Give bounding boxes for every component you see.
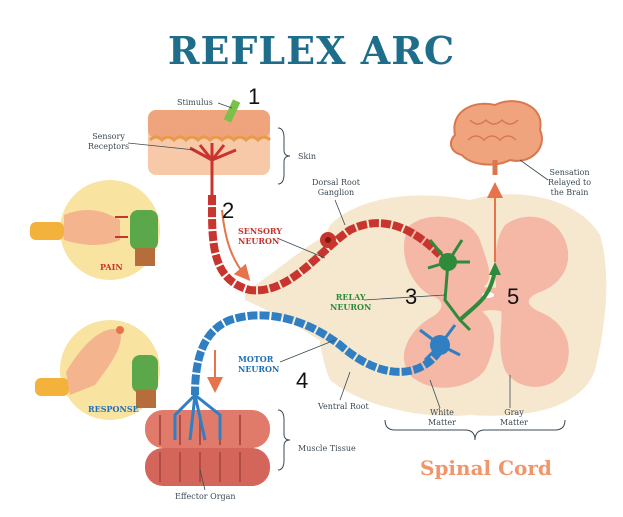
gray-matter <box>403 216 569 388</box>
label-pain: PAIN <box>100 262 123 272</box>
step-number-3: 3 <box>405 284 418 309</box>
muscle-bracket <box>277 409 291 471</box>
relay-arrowhead <box>489 262 501 275</box>
step-number-2: 2 <box>222 198 235 223</box>
sensory-receptors <box>189 143 237 195</box>
sensory-neuron <box>207 194 443 295</box>
motor-neuron <box>191 311 461 396</box>
response-illustration <box>35 320 160 420</box>
label-effector-organ: Effector Organ <box>175 492 236 501</box>
label-sensory-receptors: Sensory Receptors <box>88 132 130 151</box>
label-sensation-relayed: Sensation Relayed to the Brain <box>548 168 592 197</box>
relay-soma <box>439 253 457 271</box>
label-muscle-tissue: Muscle Tissue <box>298 444 356 453</box>
label-dorsal-root-ganglion: Dorsal Root Ganglion <box>312 178 360 197</box>
label-skin: Skin <box>298 152 317 161</box>
label-stimulus: Stimulus <box>177 98 213 107</box>
skin-block <box>148 99 272 175</box>
relay-neuron <box>427 239 497 332</box>
pain-illustration <box>30 180 160 280</box>
label-motor-neuron: MOTOR NEURON <box>238 354 280 374</box>
label-response: RESPONSE <box>88 404 139 414</box>
skin-bracket <box>277 127 291 185</box>
step-number-5: 5 <box>507 284 520 309</box>
label-relay-neuron: RELAY NEURON <box>330 292 372 312</box>
label-ventral-root: Ventral Root <box>318 402 369 411</box>
step-number-4: 4 <box>296 368 309 393</box>
brain-icon <box>449 100 543 175</box>
spinal-bracket <box>384 419 566 441</box>
leader-lines <box>127 102 549 491</box>
sensory-arrow <box>221 209 251 282</box>
step-number-1: 1 <box>248 84 261 109</box>
muscle-tissue <box>145 410 270 486</box>
label-white-matter: White Matter <box>428 408 456 427</box>
diagram-title: REFLEX ARC <box>167 28 456 73</box>
label-gray-matter: Gray Matter <box>500 408 528 427</box>
label-sensory-neuron: SENSORY NEURON <box>238 226 283 246</box>
label-spinal-cord: Spinal Cord <box>420 456 552 480</box>
motor-endplates <box>173 393 222 441</box>
